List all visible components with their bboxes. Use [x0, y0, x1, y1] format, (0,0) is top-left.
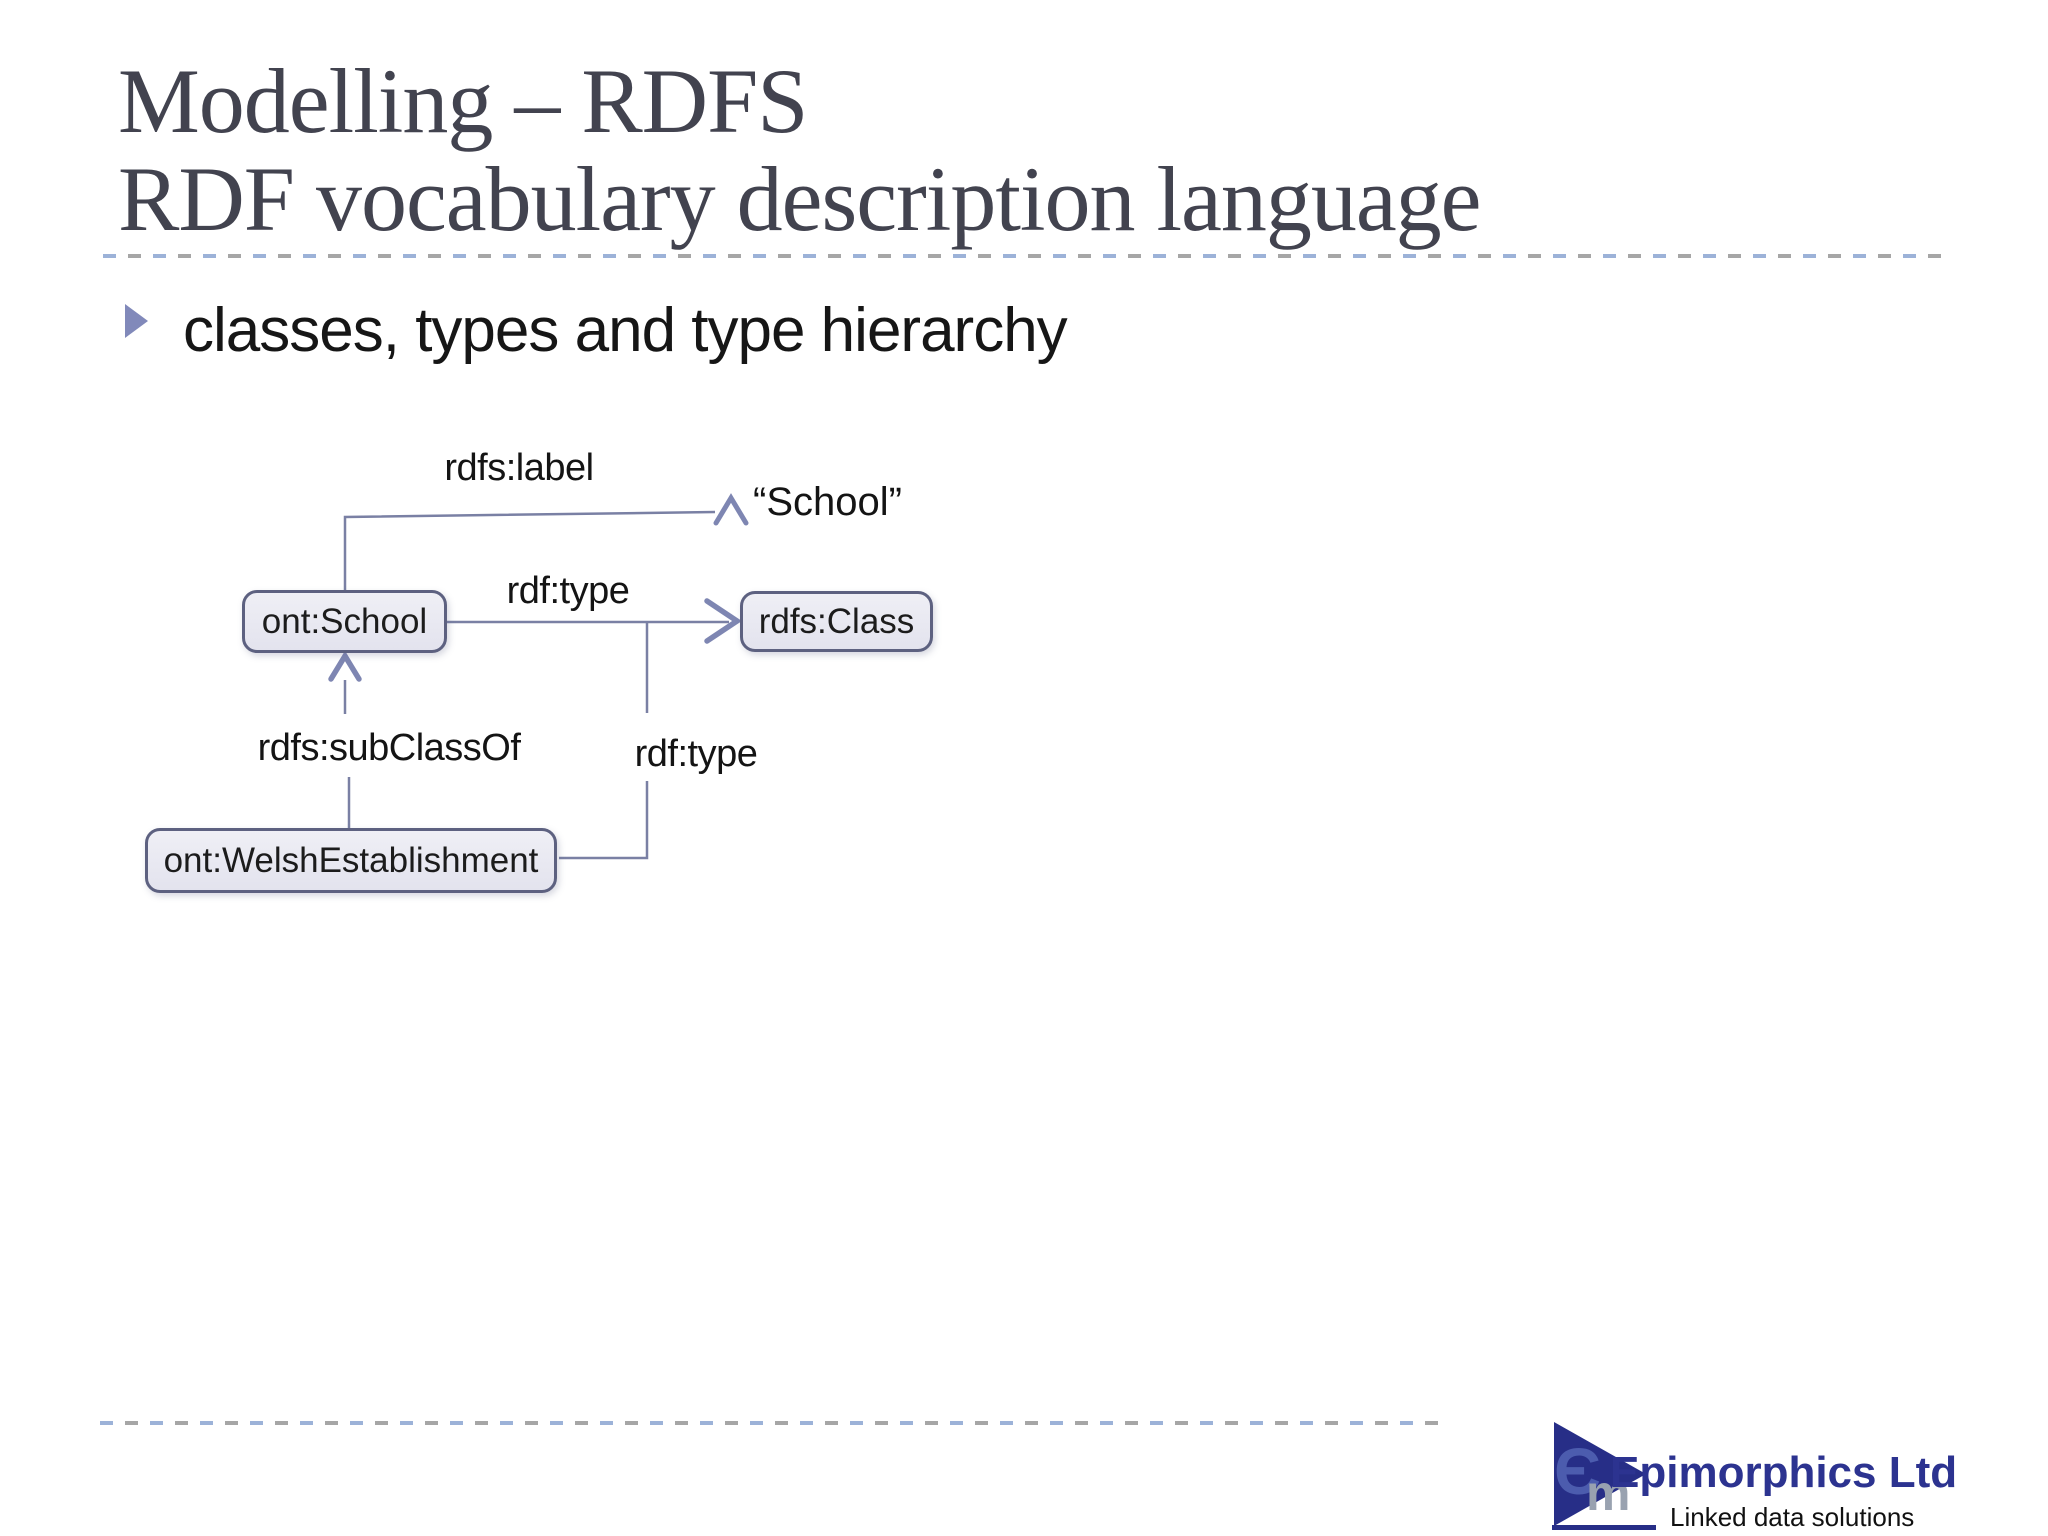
node-ont-school-label: ont:School [261, 601, 428, 641]
edge-label-rdf-type-top: rdf:type [506, 570, 630, 612]
node-ont-welsh-establishment-label: ont:WelshEstablishment [163, 840, 539, 880]
edge-rdf-type-top-arrowhead-icon [704, 598, 742, 644]
edge-label-rdf-type-bottom: rdf:type [634, 733, 758, 775]
edge-label-rdfs-label: rdfs:label [444, 447, 594, 489]
slide-title-line2: RDF vocabulary description language [118, 148, 1482, 250]
logo-m-icon: m [1586, 1465, 1631, 1521]
epimorphics-logo: Є m Epimorphics Ltd Linked data solution… [1552, 1420, 2048, 1536]
literal-school: “School” [753, 480, 902, 524]
brand-tagline: Linked data solutions [1670, 1502, 1915, 1532]
edge-subclassof-arrowhead-icon [328, 650, 362, 682]
edge-label-rdfs-subclassof: rdfs:subClassOf [257, 727, 521, 769]
brand-name: Epimorphics Ltd [1610, 1448, 1958, 1497]
bullet-triangle-icon [125, 304, 148, 338]
footer-divider [100, 1421, 1440, 1425]
node-ont-school: ont:School [242, 590, 447, 653]
logo-e-icon: Є [1554, 1434, 1601, 1508]
slide-title: Modelling – RDFS RDF vocabulary descript… [118, 50, 1482, 250]
node-ont-welsh-establishment: ont:WelshEstablishment [145, 828, 557, 893]
edge-rdfs-label-arrowhead-icon [713, 493, 749, 526]
bullet-text: classes, types and type hierarchy [183, 296, 1068, 365]
logo-underline [1552, 1525, 1656, 1530]
node-rdfs-class-label: rdfs:Class [758, 601, 915, 641]
slide-title-line1: Modelling – RDFS [118, 50, 808, 152]
edge-rdf-type-bottom-line-lower [559, 781, 649, 860]
node-rdfs-class: rdfs:Class [740, 591, 933, 652]
title-divider [103, 254, 1945, 258]
logo-triangle-icon [1554, 1422, 1646, 1526]
